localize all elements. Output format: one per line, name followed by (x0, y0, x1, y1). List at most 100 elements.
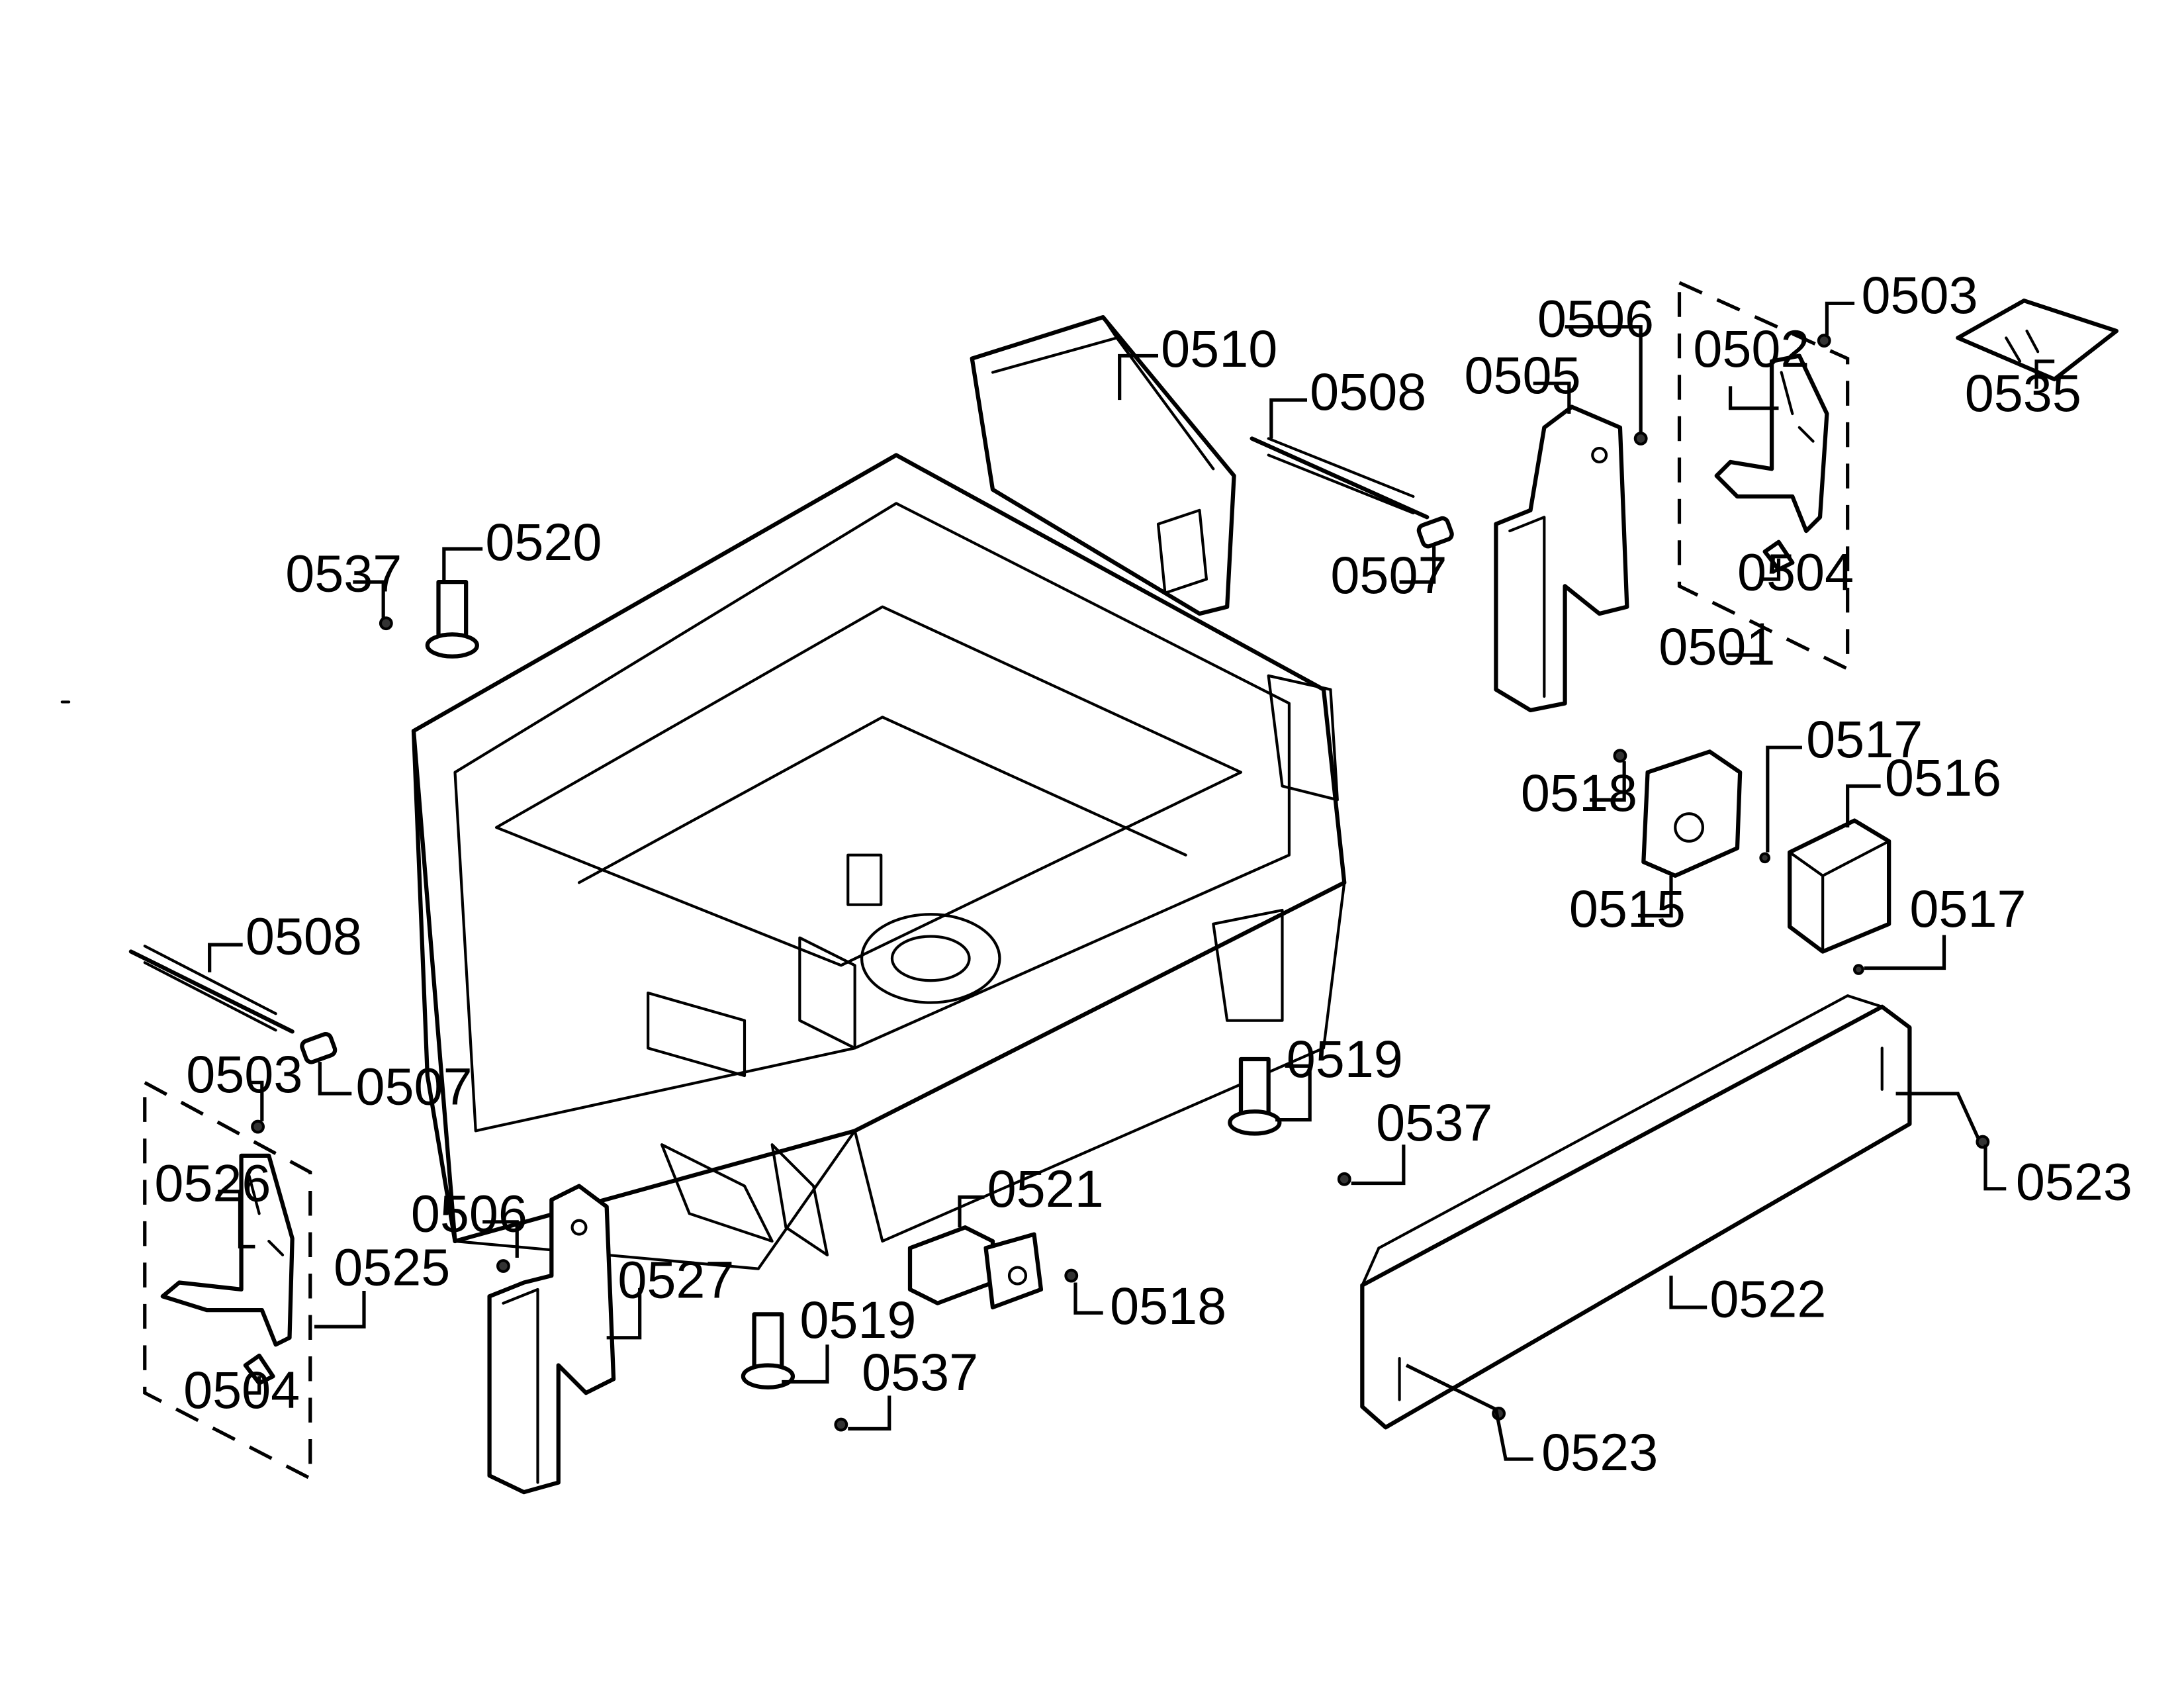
leader-0523-b (1405, 1364, 1533, 1461)
cover-0516-body (1788, 818, 1891, 954)
leader-0518-a (1590, 761, 1626, 802)
leader-0525 (314, 1291, 366, 1329)
leader-0515 (1638, 875, 1673, 917)
label-0517-lower: 0517 (1909, 879, 2026, 938)
housing-connector (1156, 508, 1208, 594)
foot-0520-thread (436, 580, 469, 642)
screw-0517-b (1853, 964, 1864, 975)
leader-0504-a (1762, 558, 1781, 581)
bracket-0505-channel (1508, 516, 1546, 698)
foot-0520-base (425, 632, 479, 659)
label-0501: 0501 (1659, 617, 1775, 676)
label-0503-left: 0503 (186, 1045, 302, 1103)
label-0516: 0516 (1885, 748, 2001, 807)
label-0523-bottom: 0523 (1541, 1423, 1658, 1481)
base-foot-bracket-2 (770, 1143, 829, 1256)
label-0537-top: 0537 (285, 544, 402, 603)
leader-0535 (2034, 359, 2055, 389)
leader-0537-c (848, 1395, 891, 1430)
hinge-0502-detail (1780, 371, 1815, 443)
label-0537-bottom: 0537 (862, 1342, 978, 1401)
part-0510-housing (970, 315, 1236, 616)
hinge-0526 (160, 1153, 295, 1347)
screw-0506-b (496, 1259, 510, 1273)
label-0508-top: 0508 (1310, 362, 1426, 421)
label-0525: 0525 (334, 1238, 450, 1297)
leader-0537-a (353, 580, 385, 618)
leader-0503-b (248, 1080, 264, 1121)
base-foot-bracket (660, 1143, 774, 1243)
part-0521-valve (907, 1225, 1044, 1310)
label-0510: 0510 (1161, 319, 1277, 378)
assembly-0525-outline (143, 1080, 312, 1481)
leader-0502 (1728, 386, 1779, 410)
base-floor-groove (577, 716, 1187, 884)
base-rear-post (1267, 674, 1339, 802)
leader-0520 (442, 547, 483, 583)
label-0507-top: 0507 (1330, 545, 1447, 604)
label-0503-top: 0503 (1862, 265, 1978, 324)
label-0504-top: 0504 (1737, 543, 1854, 602)
label-0506-top: 0506 (1537, 289, 1654, 348)
label-0518-right: 0518 (1521, 763, 1637, 822)
label-0518-bottom: 0518 (1110, 1276, 1226, 1335)
label-0519-right: 0519 (1287, 1029, 1403, 1088)
leader-0522 (1669, 1276, 1707, 1309)
leader-0501 (1726, 623, 1764, 657)
leader-lines (208, 301, 2055, 1461)
leader-0518-b (1073, 1282, 1103, 1315)
label-0535: 0535 (1965, 363, 2081, 422)
base-outline (411, 453, 1347, 1244)
screw-0518-a (1613, 749, 1627, 763)
housing-corner (1101, 316, 1118, 340)
spring-left-coil (143, 945, 277, 1032)
label-0523-right: 0523 (2016, 1152, 2132, 1211)
foot-0519a-thread (1238, 1056, 1271, 1119)
screw-0506-a (1633, 432, 1648, 445)
base-right-bracket (1212, 908, 1284, 1022)
base-bracket (798, 936, 856, 1050)
base-front-skirt (853, 881, 1346, 1243)
label-0522: 0522 (1709, 1270, 1826, 1329)
leader-0504-b (248, 1376, 261, 1395)
bracket-0505-body (1494, 404, 1629, 713)
valve-0521-port (1007, 1266, 1028, 1286)
leader-0508-a (1269, 398, 1308, 439)
base-left-edge (411, 729, 457, 1244)
spring-left-body (128, 949, 295, 1034)
part-0525-assembly (143, 1080, 312, 1481)
leader-0506-a (1565, 325, 1643, 435)
leader-0519-a (1275, 1064, 1312, 1122)
leader-0507-b (318, 1062, 352, 1096)
leader-0521 (958, 1195, 985, 1228)
foot-0519b-thread (752, 1312, 784, 1375)
screw-0537-c (834, 1417, 848, 1432)
leader-0526 (218, 1190, 255, 1248)
part-0522-panel (1360, 994, 1912, 1430)
base-tub (411, 453, 1347, 1270)
leader-0517-a (1766, 745, 1802, 853)
cover-0516-edges (1788, 839, 1891, 953)
panel-0522-flange-end (1361, 1246, 1381, 1287)
base-grille (647, 991, 747, 1078)
part-labels: 0510 0508 0507 0506 0505 0503 0502 0504 … (154, 265, 2132, 1481)
part-0507-cap-left (300, 1032, 338, 1064)
screw-0518-b (1064, 1268, 1079, 1283)
part-0507-cap-right (1416, 516, 1454, 549)
foot-0519b-base (741, 1363, 796, 1389)
label-0520: 0520 (485, 512, 602, 571)
bag-0535-screws (2005, 329, 2040, 363)
bracket-0527-channel (502, 1288, 539, 1484)
screw-0537-a (379, 616, 393, 631)
part-0527-bracket (487, 1184, 616, 1495)
label-0537-mid: 0537 (1376, 1093, 1492, 1152)
clip-0504-a (1762, 539, 1795, 572)
part-0505-bracket (1494, 404, 1629, 713)
leader-0523-a (1895, 1092, 1980, 1140)
bracket-0505-hole (1591, 447, 1608, 463)
leader-0517-b (1864, 935, 1946, 970)
label-0505: 0505 (1465, 346, 1581, 404)
label-0521: 0521 (987, 1159, 1104, 1218)
screw-0503-b (251, 1119, 265, 1134)
